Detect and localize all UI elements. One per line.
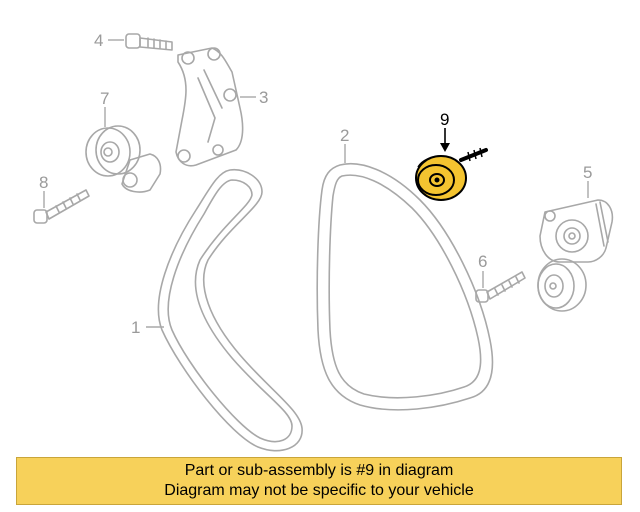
parts-diagram: 1 2 3 4 5: [33, 31, 614, 452]
idler-pulley-lower: [537, 258, 587, 312]
part-1-belt: [157, 168, 303, 452]
part-4-bolt: [125, 33, 173, 51]
caption-line-1: Part or sub-assembly is #9 in diagram: [184, 462, 454, 479]
callout-2: 2: [340, 126, 349, 145]
callout-7: 7: [100, 89, 109, 108]
part-7-idler-pulley: [85, 125, 162, 193]
callout-3: 3: [259, 88, 268, 107]
part-9-idler-pulley-highlighted: [415, 147, 488, 201]
part-5-tensioner: [539, 199, 614, 263]
callout-4: 4: [94, 31, 103, 50]
callout-1: 1: [131, 318, 140, 337]
leader-9-arrow: [440, 143, 450, 152]
part-6-bolt: [475, 271, 526, 303]
caption-line-2: Diagram may not be specific to your vehi…: [164, 482, 474, 499]
callout-5: 5: [583, 163, 592, 182]
part-8-bolt: [33, 189, 90, 224]
callout-6: 6: [478, 252, 487, 271]
callout-8: 8: [39, 173, 48, 192]
part-3-bracket: [175, 47, 244, 167]
part-2-belt: [316, 163, 494, 411]
callout-9: 9: [440, 110, 449, 129]
caption-banner: Part or sub-assembly is #9 in diagram Di…: [16, 457, 622, 505]
